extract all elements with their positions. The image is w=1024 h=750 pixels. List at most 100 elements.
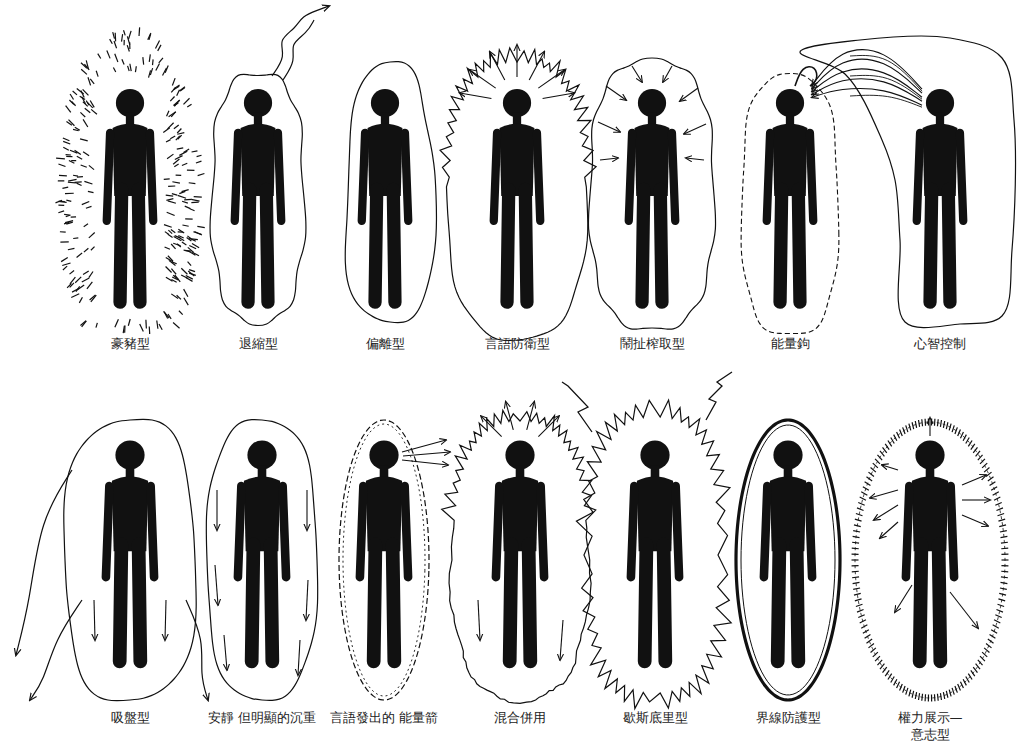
aura-spike [63, 138, 70, 141]
aura-hatch [958, 684, 961, 690]
aura-hatch [1001, 576, 1008, 578]
aura-spike [87, 102, 92, 107]
aura-hatch [940, 693, 941, 700]
aura-spike [189, 182, 196, 184]
aura-hatch [903, 427, 905, 434]
aura-spike [182, 242, 186, 245]
aura-spike [76, 183, 81, 185]
aura-hatch [998, 599, 1005, 601]
energy-arrow [880, 522, 898, 538]
aura-spike [66, 200, 71, 201]
aura-hatch [952, 425, 954, 432]
aura-hatch [856, 604, 863, 606]
aura-hatch [924, 694, 926, 701]
aura-spike [115, 319, 119, 327]
energy-arrow [600, 158, 618, 160]
aura-spike [197, 226, 204, 227]
energy-arrow [460, 93, 492, 99]
aura-spike [123, 40, 124, 45]
aura-hatch [854, 593, 861, 595]
aura-hatch [900, 430, 903, 436]
aura-spike [179, 87, 185, 91]
energy-arrow [298, 640, 300, 675]
aura-spike [110, 39, 113, 44]
type-label: 心智控制 [914, 336, 966, 353]
aura-hatch [853, 582, 860, 583]
aura-spike [62, 263, 70, 266]
aura-spike [71, 294, 79, 298]
aura-outline [855, 422, 1005, 698]
type-label: 鬧扯榨取型 [620, 336, 685, 353]
aura-hatch [978, 455, 983, 460]
aura-hatch [934, 419, 936, 426]
type-label: 吸盤型 [111, 710, 150, 727]
aura-spike [186, 275, 193, 279]
aura-spike [176, 136, 180, 140]
aura-spike [167, 111, 169, 117]
aura-spike [191, 202, 198, 204]
aura-spike [77, 253, 83, 257]
aura-hatch [868, 644, 873, 648]
aura-hatch [982, 463, 987, 468]
aura-spike [175, 236, 181, 238]
energy-arrow [606, 86, 626, 100]
aura-hatch [852, 548, 859, 550]
aura-hatch [988, 639, 994, 643]
aura-spike [174, 86, 180, 90]
energy-arrow [478, 600, 480, 640]
aura-spike [66, 154, 71, 156]
aura-spike [128, 319, 130, 326]
energy-stream [850, 95, 922, 107]
aura-spike [69, 100, 73, 104]
aura-hatch [998, 519, 1005, 521]
aura-spike [62, 187, 68, 188]
aura-spike [84, 248, 88, 252]
aura-hatch [968, 674, 972, 680]
aura-spike [148, 33, 151, 40]
aura-hatch [871, 648, 876, 653]
aura-spike [164, 225, 172, 228]
aura-hatch [852, 571, 859, 573]
aura-spike [173, 243, 180, 245]
aura-spike [150, 68, 152, 75]
aura-hatch [909, 690, 911, 697]
aura-spike [84, 181, 92, 184]
aura-spike [113, 32, 115, 38]
aura-spike [172, 182, 180, 183]
aura-spike [182, 163, 187, 165]
aura-spike [159, 58, 163, 63]
aura-spike [59, 201, 65, 202]
aura-spike [177, 128, 181, 133]
aura-spike [77, 88, 84, 94]
aura-hatch [937, 419, 939, 426]
aura-spike [91, 109, 97, 114]
aura-hatch [995, 615, 1001, 618]
aura-spike [183, 98, 189, 104]
energy-arrow [598, 122, 620, 132]
aura-spike [96, 71, 98, 77]
aura-spike [67, 283, 71, 287]
aura-spike [63, 147, 69, 150]
aura-spike [178, 195, 186, 198]
aura-spike [191, 238, 198, 240]
aura-hatch [996, 610, 1003, 613]
aura-spike [184, 298, 188, 305]
aura-spike [171, 269, 176, 275]
aura-spike [64, 222, 69, 223]
aura-spike [185, 206, 191, 209]
energy-arrow [402, 460, 448, 465]
human-silhouette [906, 440, 954, 661]
aura-hatch [865, 634, 871, 638]
energy-stream [283, 20, 314, 80]
aura-hatch [919, 420, 920, 427]
aura-spike [194, 232, 202, 236]
aura-spike [73, 237, 78, 239]
aura-spike [174, 164, 178, 167]
aura-hatch [946, 422, 948, 429]
aura-spike [173, 159, 179, 164]
energy-arrow [506, 402, 514, 430]
aura-hatch [852, 542, 859, 544]
aura-spike [178, 231, 184, 232]
aura-hatch [919, 693, 920, 700]
aura-spike [56, 158, 65, 160]
